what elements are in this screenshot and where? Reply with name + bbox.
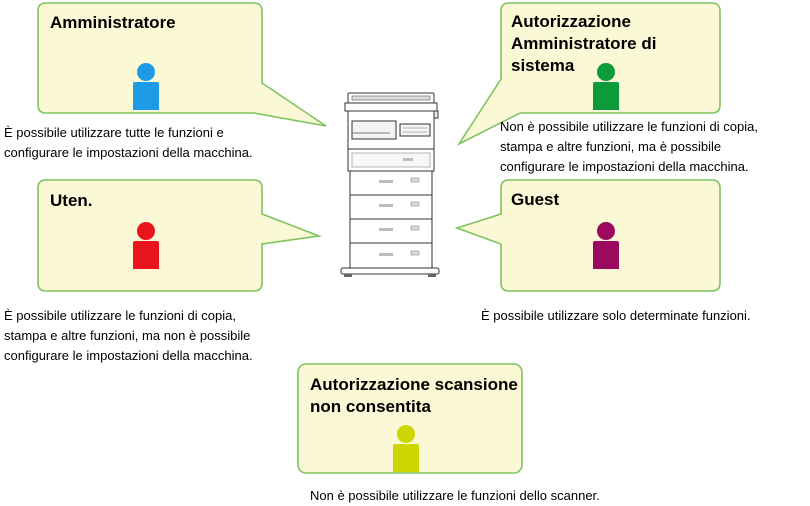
user-description: È possibile utilizzare le funzioni di co… bbox=[4, 306, 253, 366]
noscan-desc-line: Non è possibile utilizzare le funzioni d… bbox=[310, 488, 600, 503]
noscan-description: Non è possibile utilizzare le funzioni d… bbox=[310, 486, 600, 506]
user-desc-line: configurare le impostazioni della macchi… bbox=[4, 348, 253, 363]
sysadmin-title-line: Autorizzazione bbox=[511, 12, 631, 31]
guest-speech-bubble bbox=[454, 179, 721, 292]
admin-desc-line: È possibile utilizzare tutte le funzioni… bbox=[4, 125, 224, 140]
sysadmin-desc-line: Non è possibile utilizzare le funzioni d… bbox=[500, 119, 758, 134]
user-title-line: Uten. bbox=[50, 191, 93, 210]
user-title: Uten. bbox=[50, 190, 93, 212]
admin-title-line: Amministratore bbox=[50, 13, 176, 32]
noscan-title-line: Autorizzazione scansione bbox=[310, 375, 518, 394]
admin-description: È possibile utilizzare tutte le funzioni… bbox=[4, 123, 253, 163]
guest-person-icon bbox=[593, 222, 619, 269]
noscan-title-line: non consentita bbox=[310, 397, 431, 416]
sysadmin-person-icon bbox=[593, 63, 619, 110]
sysadmin-title-line: sistema bbox=[511, 56, 575, 75]
noscan-person-icon bbox=[393, 425, 419, 472]
sysadmin-description: Non è possibile utilizzare le funzioni d… bbox=[500, 117, 758, 177]
guest-description: È possibile utilizzare solo determinate … bbox=[481, 306, 751, 326]
sysadmin-speech-bubble bbox=[456, 2, 721, 147]
admin-person-icon bbox=[133, 63, 159, 110]
noscan-speech-bubble bbox=[297, 363, 523, 474]
guest-title: Guest bbox=[511, 189, 559, 211]
sysadmin-title-line: Amministratore di bbox=[511, 34, 657, 53]
guest-title-line: Guest bbox=[511, 190, 560, 209]
noscan-title: Autorizzazione scansione non consentita bbox=[310, 374, 518, 418]
admin-title: Amministratore bbox=[50, 12, 176, 34]
sysadmin-desc-line: stampa e altre funzioni, ma è possibile bbox=[500, 139, 722, 154]
user-desc-line: stampa e altre funzioni, ma non è possib… bbox=[4, 328, 251, 343]
user-desc-line: È possibile utilizzare le funzioni di co… bbox=[4, 308, 236, 323]
user-speech-bubble bbox=[37, 179, 323, 292]
multifunction-printer-icon bbox=[340, 92, 440, 277]
sysadmin-desc-line: configurare le impostazioni della macchi… bbox=[500, 159, 749, 174]
guest-desc-line: È possibile utilizzare solo determinate … bbox=[481, 308, 751, 323]
admin-desc-line: configurare le impostazioni della macchi… bbox=[4, 145, 253, 160]
user-person-icon bbox=[133, 222, 159, 269]
admin-speech-bubble bbox=[37, 2, 327, 127]
